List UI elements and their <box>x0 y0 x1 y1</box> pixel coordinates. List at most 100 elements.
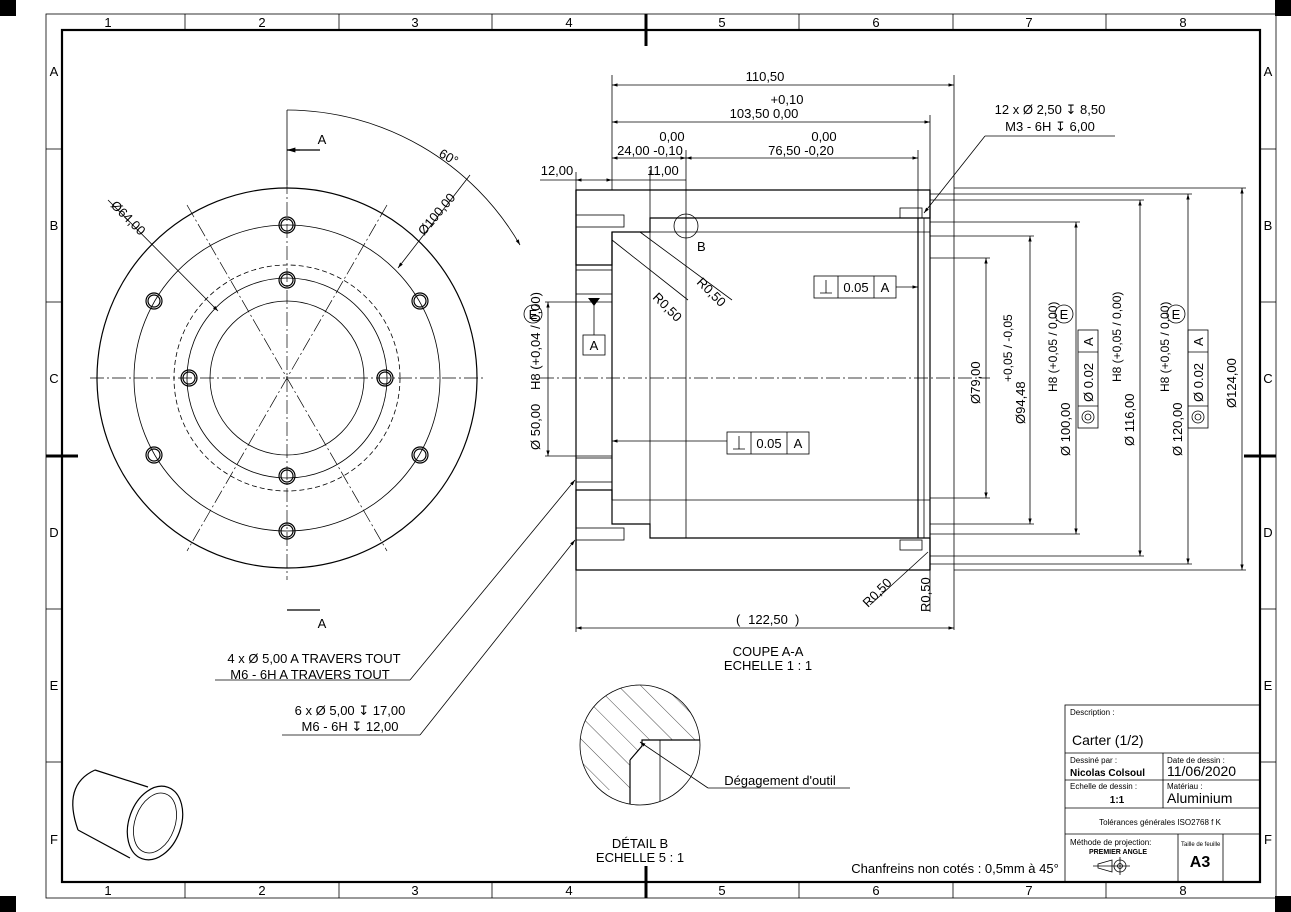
dim-76-up: 0,00 <box>811 129 836 144</box>
col-label-2: 2 <box>258 15 265 30</box>
tb-description: Carter (1/2) <box>1072 732 1144 748</box>
dia-50: Ø 50,00 <box>528 404 543 450</box>
radius-3: R0,50 <box>860 575 895 610</box>
gtol-1-ref: A <box>881 280 890 295</box>
detail-view: Dégagement d'outil DÉTAIL B ECHELLE 5 : … <box>579 684 850 865</box>
dia-94: Ø94,48 <box>1013 381 1028 424</box>
col-label-7b: 7 <box>1025 883 1032 898</box>
tb-description-label: Description : <box>1070 708 1114 717</box>
dia-100-left: Ø100,00 <box>415 190 459 238</box>
row-label-F: F <box>50 832 58 847</box>
col-label-8: 8 <box>1179 15 1186 30</box>
section-letter-bottom: A <box>318 616 327 631</box>
col-label-2b: 2 <box>258 883 265 898</box>
tb-tolerances: Tolérances générales ISO2768 f K <box>1099 818 1222 827</box>
thread-note-1: 12 x Ø 2,50 ↧ 8,50 <box>995 102 1106 117</box>
projection-symbol <box>1093 857 1130 875</box>
coax-120-val: Ø 0.02 <box>1191 363 1206 402</box>
row-label-E-r: E <box>1264 678 1273 693</box>
radius-1: R0,50 <box>650 290 685 325</box>
dim-103: 103,50 0,00 <box>730 106 799 121</box>
row-label-D-r: D <box>1263 525 1272 540</box>
tb-sheet: A3 <box>1190 854 1211 871</box>
radius-4: R0,50 <box>918 577 933 612</box>
hole-note-1b: M6 - 6H A TRAVERS TOUT <box>230 667 389 682</box>
dia-116-fit: H8 (+0,05 / 0,00) <box>1110 292 1124 382</box>
thread-note-2: M3 - 6H ↧ 6,00 <box>1005 119 1095 134</box>
title-block <box>1064 704 1261 883</box>
tb-date: 11/06/2020 <box>1167 763 1236 779</box>
col-label-4b: 4 <box>565 883 572 898</box>
iso-sketch <box>72 769 184 861</box>
dia-50-fit: H8 (+0,04 / 0,00) <box>528 292 543 390</box>
col-label-5: 5 <box>718 15 725 30</box>
radius-2: R0,50 <box>694 275 729 310</box>
tb-material-label: Matériau : <box>1167 782 1203 791</box>
datum-label: A <box>590 338 599 353</box>
row-label-B-r: B <box>1264 218 1273 233</box>
detail-scale: ECHELLE 5 : 1 <box>596 850 684 865</box>
dia-64: Ø64,00 <box>108 198 149 239</box>
dia-79: Ø79,00 <box>968 361 983 404</box>
gtol-1-val: 0.05 <box>843 280 868 295</box>
section-letter-top: A <box>318 132 327 147</box>
dim-103-tol: +0,10 <box>771 92 804 107</box>
row-label-B: B <box>50 218 59 233</box>
row-label-D: D <box>49 525 58 540</box>
dim-76: 76,50 -0,20 <box>768 143 834 158</box>
detail-title: DÉTAIL B <box>612 836 668 851</box>
dim-24-up: 0,00 <box>659 129 684 144</box>
tb-projection: PREMIER ANGLE <box>1089 849 1147 856</box>
dia-94-tol: +0,05 / -0,05 <box>1001 314 1015 382</box>
dia-100-fit: H8 (+0,05 / 0,00) <box>1046 302 1060 392</box>
end-view: A A 60° Ø64,00 Ø100,00 4 x Ø 5,00 A TRAV… <box>90 109 576 736</box>
coax-120-ref: A <box>1191 337 1206 346</box>
gtol-2-ref: A <box>794 436 803 451</box>
gtol-2-val: 0.05 <box>756 436 781 451</box>
tb-material: Aluminium <box>1167 790 1232 806</box>
col-label-3: 3 <box>411 15 418 30</box>
dim-122-paren-r: ) <box>795 612 799 627</box>
dim-110: 110,50 <box>746 69 785 84</box>
row-label-A: A <box>50 64 59 79</box>
chamfer-note: Chanfreins non cotés : 0,5mm à 45° <box>851 861 1059 876</box>
env-symbol-50: E <box>529 307 538 322</box>
dia-120: Ø 120,00 <box>1170 403 1185 457</box>
row-label-C: C <box>49 371 58 386</box>
section-scale: ECHELLE 1 : 1 <box>724 658 812 673</box>
dia-124: Ø124,00 <box>1224 358 1239 408</box>
col-label-8b: 8 <box>1179 883 1186 898</box>
dim-122: 122,50 <box>748 612 788 627</box>
dim-12: 12,00 <box>541 163 574 178</box>
col-label-6: 6 <box>872 15 879 30</box>
tb-drawn-by: Nicolas Colsoul <box>1070 768 1145 779</box>
col-label-4: 4 <box>565 15 572 30</box>
coax-100-ref: A <box>1081 337 1096 346</box>
row-label-A-r: A <box>1264 64 1273 79</box>
row-label-C-r: C <box>1263 371 1272 386</box>
hole-note-2a: 6 x Ø 5,00 ↧ 17,00 <box>295 703 406 718</box>
col-label-7: 7 <box>1025 15 1032 30</box>
section-view: B 110,50 +0,10 103,50 0,00 0,00 24,00 -0… <box>523 69 1246 673</box>
tb-sheet-label: Taille de feuille <box>1181 842 1221 848</box>
hole-note-1a: 4 x Ø 5,00 A TRAVERS TOUT <box>227 651 400 666</box>
coax-100-val: Ø 0.02 <box>1081 363 1096 402</box>
tb-scale-label: Echelle de dessin : <box>1070 782 1137 791</box>
tb-date-label: Date de dessin : <box>1167 756 1225 765</box>
col-label-5b: 5 <box>718 883 725 898</box>
detail-letter: B <box>697 239 706 254</box>
row-label-F-r: F <box>1264 832 1272 847</box>
col-label-1b: 1 <box>104 883 111 898</box>
col-label-6b: 6 <box>872 883 879 898</box>
dim-122-paren-l: ( <box>736 612 741 627</box>
dia-116: Ø 116,00 <box>1122 393 1137 446</box>
dia-120-fit: H8 (+0,05 / 0,00) <box>1158 302 1172 392</box>
dia-100: Ø 100,00 <box>1058 403 1073 457</box>
tb-drawn-by-label: Dessiné par : <box>1070 756 1117 765</box>
hole-note-2b: M6 - 6H ↧ 12,00 <box>302 719 399 734</box>
tb-scale: 1:1 <box>1110 795 1125 806</box>
tb-projection-label: Méthode de projection: <box>1070 838 1151 847</box>
row-label-E: E <box>50 678 59 693</box>
col-label-3b: 3 <box>411 883 418 898</box>
